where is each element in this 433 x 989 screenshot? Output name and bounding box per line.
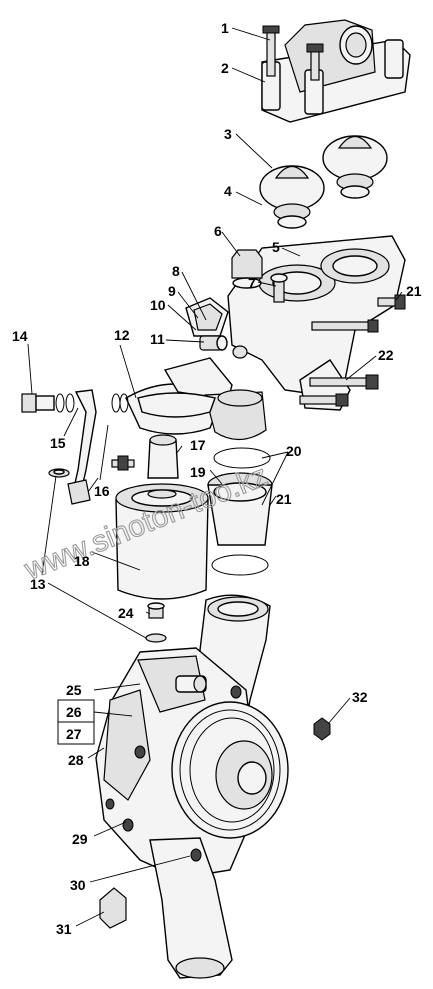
filter-head xyxy=(125,357,267,441)
sensor xyxy=(270,273,288,303)
callout-24: 24 xyxy=(118,605,134,621)
callout-4: 4 xyxy=(224,183,232,199)
callout-21-upper: 21 xyxy=(406,283,422,299)
callout-32: 32 xyxy=(352,689,368,705)
callout-10: 10 xyxy=(150,297,166,313)
bolt-16 xyxy=(111,455,135,471)
callout-22: 22 xyxy=(378,347,394,363)
callout-19: 19 xyxy=(190,464,206,480)
callout-13: 13 xyxy=(30,576,46,592)
callout-12: 12 xyxy=(114,327,130,343)
callout-box-25-27 xyxy=(57,699,95,745)
washer-13 xyxy=(48,468,70,478)
nut-32 xyxy=(313,717,331,741)
callout-28: 28 xyxy=(68,752,84,768)
thermostat-cover xyxy=(261,19,411,123)
callout-21-lower: 21 xyxy=(276,491,292,507)
callout-5: 5 xyxy=(272,239,280,255)
callout-labels: 1 2 3 4 5 6 7 8 9 10 11 12 13 14 15 16 1… xyxy=(12,20,422,937)
callout-31: 31 xyxy=(56,921,72,937)
callout-7: 7 xyxy=(248,275,256,291)
outlet-pipe xyxy=(149,837,233,979)
callout-25: 25 xyxy=(66,682,82,698)
drain-plug xyxy=(145,602,167,643)
callout-11: 11 xyxy=(150,331,165,347)
gasket-plate xyxy=(185,297,229,337)
callout-18: 18 xyxy=(74,553,90,569)
housing-bolts-right xyxy=(299,294,406,407)
banjo-bolt xyxy=(21,393,129,413)
callout-8: 8 xyxy=(172,263,180,279)
callout-17: 17 xyxy=(190,437,206,453)
callout-15: 15 xyxy=(50,435,66,451)
callout-30: 30 xyxy=(70,877,86,893)
thermostat-left xyxy=(259,165,325,229)
callout-16: 16 xyxy=(94,483,110,499)
callout-29: 29 xyxy=(72,831,88,847)
fitting xyxy=(199,335,248,359)
oil-filter xyxy=(115,483,209,600)
callout-26: 26 xyxy=(66,704,82,720)
pump-pulley xyxy=(171,701,289,839)
callout-9: 9 xyxy=(168,283,176,299)
plug-31 xyxy=(99,887,127,929)
callout-27: 27 xyxy=(66,726,82,742)
thermostat-right xyxy=(322,135,388,199)
pump-bolts xyxy=(105,685,242,862)
callout-6: 6 xyxy=(214,223,222,239)
adapter xyxy=(147,434,179,479)
callout-2: 2 xyxy=(221,60,229,76)
leader-lines xyxy=(27,27,403,927)
callout-14: 14 xyxy=(12,328,28,344)
callout-1: 1 xyxy=(221,20,229,36)
plug xyxy=(231,249,263,289)
cover-bolts xyxy=(262,25,324,81)
callout-20: 20 xyxy=(286,443,302,459)
hose xyxy=(207,447,273,576)
callout-3: 3 xyxy=(224,126,232,142)
oil-pipe xyxy=(67,389,97,505)
